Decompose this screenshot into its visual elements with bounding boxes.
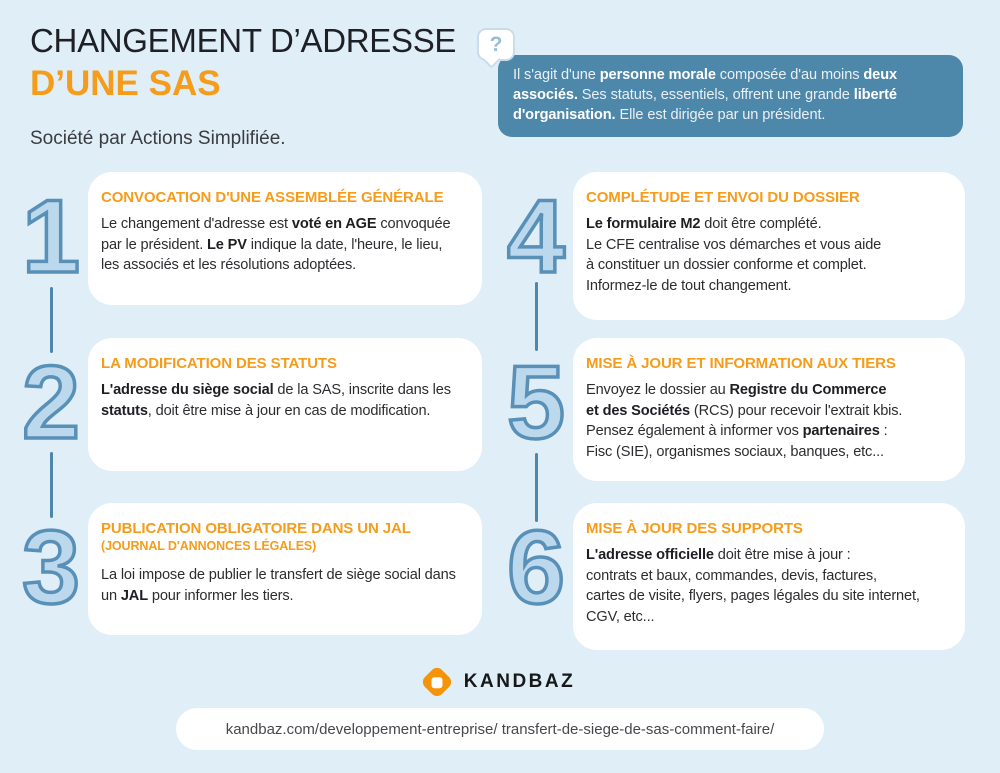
step-3-title: PUBLICATION OBLIGATOIRE DANS UN JAL: [101, 520, 411, 537]
step-6-body: L'adresse officielle doit être mise à jo…: [586, 547, 920, 626]
page-title-line2: D’UNE SAS: [30, 63, 221, 103]
source-url-pill: kandbaz.com/developpement-entreprise/ tr…: [176, 708, 824, 750]
question-mark-glyph: ?: [489, 32, 503, 56]
step-number-3: 3: [20, 510, 81, 626]
info-box: Il s'agit d'une personne morale composée…: [498, 55, 963, 137]
step-2-body: L'adresse du siège social de la SAS, ins…: [101, 382, 451, 419]
step-number-4: 4: [505, 179, 566, 295]
connector-line-5-6: [535, 453, 538, 522]
connector-line-4-5: [535, 282, 538, 351]
connector-line-1-2: [50, 287, 53, 353]
step-number-6: 6: [505, 510, 566, 626]
connector-line-2-3: [50, 452, 53, 518]
step-number-5: 5: [505, 345, 566, 461]
step-card-5: MISE À JOUR ET INFORMATION AUX TIERS Env…: [573, 338, 965, 481]
step-card-4: COMPLÉTUDE ET ENVOI DU DOSSIER Le formul…: [573, 172, 965, 320]
kandbaz-logo-center: [431, 676, 443, 688]
step-1-title: CONVOCATION D'UNE ASSEMBLÉE GÉNÉRALE: [101, 189, 444, 206]
step-card-2: LA MODIFICATION DES STATUTS L'adresse du…: [88, 338, 482, 471]
page-subtitle: Société par Actions Simplifiée.: [30, 127, 286, 149]
source-url-text: kandbaz.com/developpement-entreprise/ tr…: [225, 720, 775, 738]
step-1-body: Le changement d'adresse est voté en AGE …: [101, 216, 451, 274]
step-card-1: CONVOCATION D'UNE ASSEMBLÉE GÉNÉRALE Le …: [88, 172, 482, 305]
info-box-text: Il s'agit d'une personne morale composée…: [513, 67, 898, 123]
kandbaz-logo-icon: [419, 665, 454, 699]
question-bubble-icon: ?: [477, 28, 515, 61]
step-2-title: LA MODIFICATION DES STATUTS: [101, 355, 337, 372]
step-number-2: 2: [20, 345, 81, 461]
step-6-title: MISE À JOUR DES SUPPORTS: [586, 520, 803, 537]
page-title: CHANGEMENT D’ADRESSE D’UNE SAS: [30, 22, 457, 103]
step-card-3: PUBLICATION OBLIGATOIRE DANS UN JAL (JOU…: [88, 503, 482, 635]
step-3-body: La loi impose de publier le transfert de…: [101, 567, 456, 604]
step-number-1: 1: [20, 179, 81, 295]
step-5-title: MISE À JOUR ET INFORMATION AUX TIERS: [586, 355, 896, 372]
brand-logo: KANDBAZ: [0, 662, 1000, 702]
step-5-body: Envoyez le dossier au Registre du Commer…: [586, 382, 903, 461]
step-card-6: MISE À JOUR DES SUPPORTS L'adresse offic…: [573, 503, 965, 650]
brand-name: KANDBAZ: [463, 671, 576, 692]
step-3-subtitle: (JOURNAL D'ANNONCES LÉGALES): [101, 539, 317, 553]
page-title-line1: CHANGEMENT D’ADRESSE: [30, 22, 457, 59]
header: CHANGEMENT D’ADRESSE D’UNE SAS Société p…: [30, 22, 457, 150]
step-4-body: Le formulaire M2 doit être complété. Le …: [586, 216, 882, 295]
step-4-title: COMPLÉTUDE ET ENVOI DU DOSSIER: [586, 189, 860, 206]
